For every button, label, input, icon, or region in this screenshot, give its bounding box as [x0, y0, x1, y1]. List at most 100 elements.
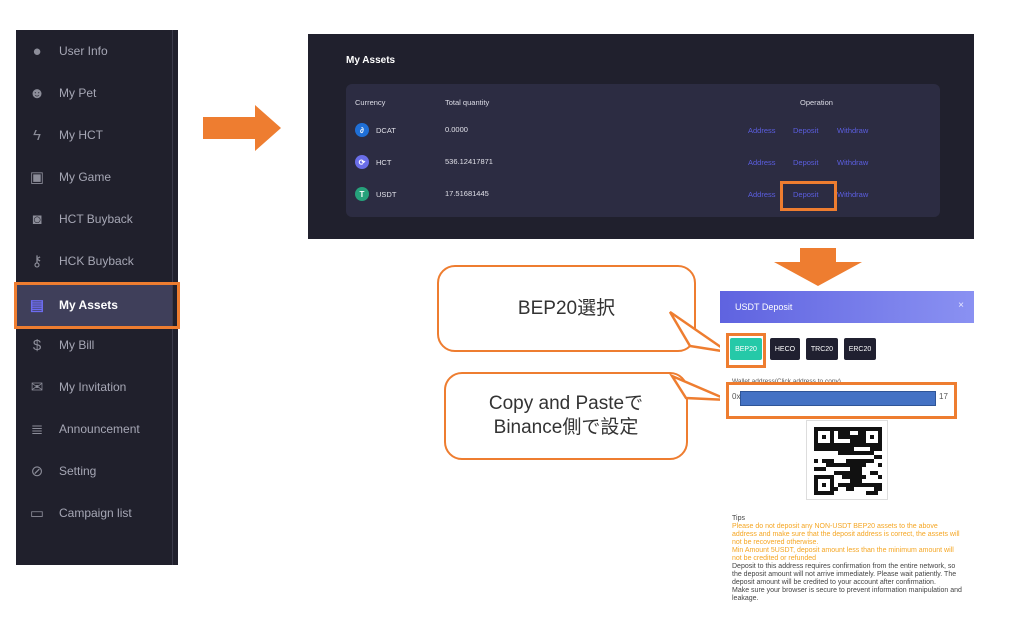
qr-module — [858, 459, 862, 463]
qr-module — [862, 463, 866, 467]
withdraw-link[interactable]: Withdraw — [837, 158, 869, 167]
page-title: My Assets — [346, 55, 396, 66]
qr-module — [814, 479, 818, 483]
sidebar-item-my-game[interactable]: ▣My Game — [16, 156, 172, 198]
qr-module — [858, 427, 862, 431]
qr-module — [878, 483, 882, 487]
qr-module — [874, 491, 878, 495]
qr-module — [854, 443, 858, 447]
address-link[interactable]: Address — [748, 158, 776, 167]
network-tab-erc20[interactable]: ERC20 — [844, 338, 876, 360]
sidebar-item-announcement[interactable]: ≣Announcement — [16, 408, 172, 450]
qr-module — [826, 427, 830, 431]
highlight-deposit — [780, 181, 837, 211]
sidebar-item-label: HCK Buyback — [59, 254, 134, 268]
sidebar-item-user-info[interactable]: ●User Info — [16, 30, 172, 72]
qr-module — [874, 471, 878, 475]
arrow-down-icon — [774, 248, 862, 286]
qr-module — [814, 467, 818, 471]
qr-module — [842, 435, 846, 439]
qr-module — [878, 447, 882, 451]
qr-module — [830, 487, 834, 491]
callout-text: Binance側で設定 — [493, 417, 639, 438]
qr-module — [818, 427, 822, 431]
qr-module — [878, 443, 882, 447]
address-link[interactable]: Address — [748, 126, 776, 135]
assets-table: Currency Total quantity Operation ∂ DCAT… — [346, 84, 940, 217]
currency-name: DCAT — [376, 126, 396, 135]
withdraw-link[interactable]: Withdraw — [837, 190, 869, 199]
qr-module — [830, 463, 834, 467]
sidebar-item-my-assets[interactable]: ▤My Assets — [16, 283, 172, 327]
header-currency: Currency — [355, 98, 386, 107]
sidebar-item-label: My Pet — [59, 86, 97, 100]
callout-tails — [668, 310, 729, 402]
address-link[interactable]: Address — [748, 190, 776, 199]
qr-module — [830, 479, 834, 483]
qr-module — [842, 443, 846, 447]
sidebar-item-label: Setting — [59, 464, 97, 478]
qr-module — [858, 451, 862, 455]
qr-module — [854, 435, 858, 439]
gamepad-icon: ▣ — [29, 169, 45, 186]
qr-module — [826, 447, 830, 451]
qr-module — [814, 427, 818, 431]
tip-text: Make sure your browser is secure to prev… — [732, 587, 962, 603]
deposit-link[interactable]: Deposit — [793, 190, 819, 199]
modal-title: USDT Deposit — [735, 302, 793, 312]
sidebar-item-label: My Bill — [59, 338, 95, 352]
qr-module — [862, 439, 866, 443]
close-icon[interactable]: × — [958, 300, 964, 311]
qr-module — [866, 483, 870, 487]
network-tab-heco[interactable]: HECO — [770, 338, 800, 360]
qr-module — [830, 475, 834, 479]
qr-module — [854, 471, 858, 475]
qr-module — [870, 435, 874, 439]
qr-module — [874, 447, 878, 451]
wallet-address-redacted[interactable] — [740, 391, 936, 406]
qr-module — [854, 463, 858, 467]
qr-module — [814, 475, 818, 479]
network-tab-trc20[interactable]: TRC20 — [806, 338, 838, 360]
total-quantity: 536.12417871 — [445, 157, 493, 166]
usdt-coin-icon: T — [355, 187, 369, 201]
qr-module — [830, 483, 834, 487]
sidebar-item-my-bill[interactable]: $ My Bill — [16, 324, 172, 366]
qr-module — [854, 439, 858, 443]
sidebar-item-label: My Invitation — [59, 380, 127, 394]
withdraw-link[interactable]: Withdraw — [837, 126, 869, 135]
key-icon: ⚷ — [31, 253, 43, 270]
qr-module — [846, 463, 850, 467]
sidebar-item-my-pet[interactable]: ☻My Pet — [16, 72, 172, 114]
qr-module — [846, 451, 850, 455]
qr-module — [870, 471, 874, 475]
sidebar-item-hck-buyback[interactable]: ⚷ HCK Buyback — [16, 240, 172, 282]
qr-module — [846, 483, 850, 487]
qr-module — [866, 427, 870, 431]
sidebar-item-campaign-list[interactable]: ▭Campaign list — [16, 492, 172, 534]
network-tab-bep20[interactable]: BEP20 — [730, 338, 762, 360]
deposit-link[interactable]: Deposit — [793, 158, 819, 167]
qr-module — [858, 463, 862, 467]
qr-module — [870, 427, 874, 431]
sidebar-item-my-invitation[interactable]: ✉My Invitation — [16, 366, 172, 408]
total-quantity: 0.0000 — [445, 125, 468, 134]
qr-module — [862, 435, 866, 439]
qr-module — [878, 431, 882, 435]
qr-module — [834, 427, 838, 431]
qr-module — [838, 435, 842, 439]
qr-module — [862, 459, 866, 463]
qr-module — [818, 467, 822, 471]
deposit-link[interactable]: Deposit — [793, 126, 819, 135]
sidebar-item-setting[interactable]: ⊘Setting — [16, 450, 172, 492]
sidebar-item-hct-buyback[interactable]: ◙HCT Buyback — [16, 198, 172, 240]
currency-name: USDT — [376, 190, 397, 199]
user-icon: ● — [32, 42, 42, 60]
money-bag-icon: $ — [32, 336, 42, 354]
qr-module — [850, 487, 854, 491]
qr-module — [846, 475, 850, 479]
